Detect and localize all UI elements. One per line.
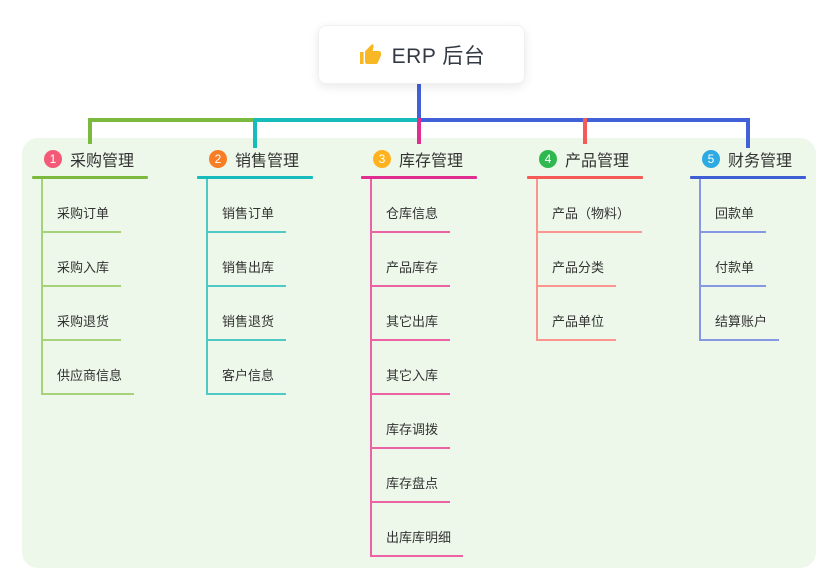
- list-item[interactable]: 采购入库: [43, 233, 150, 287]
- list-item[interactable]: 其它出库: [372, 287, 479, 341]
- branch-underline: [361, 176, 477, 179]
- branch-inventory: 3 库存管理 仓库信息 产品库存 其它出库 其它入库 库存调拨 库存盘点 出库库…: [361, 146, 479, 557]
- branch-item-list: 仓库信息 产品库存 其它出库 其它入库 库存调拨 库存盘点 出库库明细: [370, 179, 479, 557]
- connector-drop-finance: [746, 118, 750, 148]
- connector-horizontal-teal: [253, 118, 419, 122]
- list-item[interactable]: 付款单: [701, 233, 808, 287]
- list-item[interactable]: 采购订单: [43, 179, 150, 233]
- list-item[interactable]: 产品分类: [538, 233, 645, 287]
- list-item[interactable]: 库存调拨: [372, 395, 479, 449]
- badge-1: 1: [44, 150, 62, 168]
- root-stem-line: [417, 82, 421, 118]
- list-item[interactable]: 仓库信息: [372, 179, 479, 233]
- branch-sales-node[interactable]: 2 销售管理: [197, 146, 315, 172]
- branch-finance-node[interactable]: 5 财务管理: [690, 146, 808, 172]
- list-item[interactable]: 客户信息: [208, 341, 315, 395]
- list-item[interactable]: 产品库存: [372, 233, 479, 287]
- branch-procurement: 1 采购管理 采购订单 采购入库 采购退货 供应商信息: [32, 146, 150, 395]
- root-node[interactable]: ERP 后台: [318, 25, 525, 84]
- list-item[interactable]: 结算账户: [701, 287, 808, 341]
- branch-sales: 2 销售管理 销售订单 销售出库 销售退货 客户信息: [197, 146, 315, 395]
- list-item[interactable]: 销售退货: [208, 287, 315, 341]
- branch-underline: [197, 176, 313, 179]
- branch-procurement-node[interactable]: 1 采购管理: [32, 146, 150, 172]
- branch-item-list: 销售订单 销售出库 销售退货 客户信息: [206, 179, 315, 395]
- branch-product-node[interactable]: 4 产品管理: [527, 146, 645, 172]
- branch-product: 4 产品管理 产品（物料） 产品分类 产品单位: [527, 146, 645, 341]
- list-item[interactable]: 其它入库: [372, 341, 479, 395]
- list-item[interactable]: 销售订单: [208, 179, 315, 233]
- branch-underline: [32, 176, 148, 179]
- branches-panel: [22, 138, 816, 568]
- branch-item-list: 回款单 付款单 结算账户: [699, 179, 808, 341]
- branch-label: 产品管理: [565, 153, 630, 170]
- branch-finance: 5 财务管理 回款单 付款单 结算账户: [690, 146, 808, 341]
- list-item[interactable]: 回款单: [701, 179, 808, 233]
- list-item[interactable]: 供应商信息: [43, 341, 150, 395]
- connector-drop-product: [583, 118, 587, 144]
- list-item[interactable]: 采购退货: [43, 287, 150, 341]
- badge-3: 3: [373, 150, 391, 168]
- branch-inventory-node[interactable]: 3 库存管理: [361, 146, 479, 172]
- connector-horizontal-green: [88, 118, 253, 122]
- branch-label: 销售管理: [235, 153, 300, 170]
- badge-2: 2: [209, 150, 227, 168]
- branch-label: 库存管理: [399, 153, 464, 170]
- badge-5: 5: [702, 150, 720, 168]
- connector-drop-sales: [253, 118, 257, 148]
- connector-drop-inventory: [417, 118, 421, 144]
- list-item[interactable]: 销售出库: [208, 233, 315, 287]
- branch-underline: [690, 176, 806, 179]
- root-title: ERP 后台: [391, 44, 486, 68]
- list-item[interactable]: 产品单位: [538, 287, 645, 341]
- branch-label: 采购管理: [70, 153, 135, 170]
- branch-underline: [527, 176, 643, 179]
- thumbs-up-icon: [358, 43, 382, 67]
- list-item[interactable]: 产品（物料）: [538, 179, 645, 233]
- badge-4: 4: [539, 150, 557, 168]
- branch-item-list: 采购订单 采购入库 采购退货 供应商信息: [41, 179, 150, 395]
- branch-label: 财务管理: [728, 153, 793, 170]
- connector-drop-procurement: [88, 118, 92, 144]
- branch-item-list: 产品（物料） 产品分类 产品单位: [536, 179, 645, 341]
- list-item[interactable]: 库存盘点: [372, 449, 479, 503]
- list-item[interactable]: 出库库明细: [372, 503, 479, 557]
